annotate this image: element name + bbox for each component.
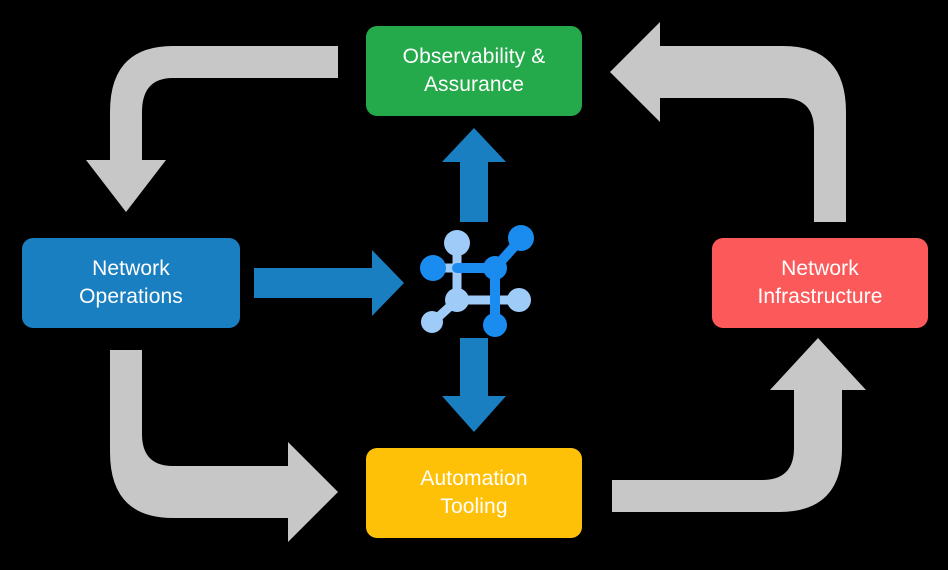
node-network-infrastructure[interactable]: Network Infrastructure [712, 238, 928, 328]
node-label-line2: Operations [79, 285, 183, 308]
connector-center-to-observability [442, 128, 506, 222]
node-label: Network Infrastructure [757, 255, 882, 310]
node-label-line1: Observability & [402, 45, 546, 69]
connector-infrastructure-to-observability [610, 22, 846, 222]
node-label-line2: Assurance [423, 73, 525, 96]
node-label-line2: Infrastructure [757, 285, 883, 308]
node-automation-tooling[interactable]: Automation Tooling [366, 448, 582, 538]
node-label: Network Operations [79, 255, 183, 310]
node-label: Automation Tooling [420, 465, 527, 520]
node-label-line1: Automation [420, 467, 528, 491]
connector-center-to-automation [442, 338, 506, 432]
node-label-line1: Network [781, 257, 859, 281]
connector-operations-to-automation [110, 350, 338, 542]
connector-operations-to-center [254, 250, 404, 316]
node-label-line1: Network [92, 257, 170, 281]
node-observability-and-assurance[interactable]: Observability & Assurance [366, 26, 582, 116]
node-label: Observability & Assurance [403, 43, 546, 98]
connector-observability-to-operations [86, 46, 338, 212]
node-network-operations[interactable]: Network Operations [22, 238, 240, 328]
connector-automation-to-infrastructure [612, 338, 866, 512]
node-label-line2: Tooling [440, 495, 508, 518]
